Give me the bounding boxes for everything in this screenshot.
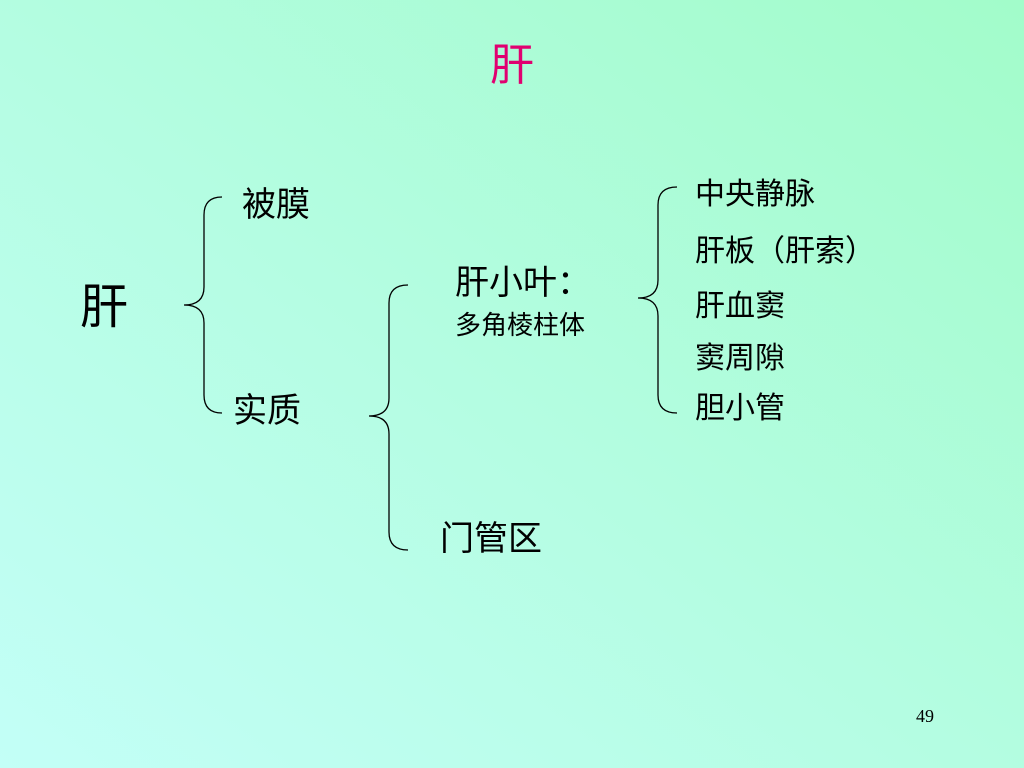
component-central-vein: 中央静脉 [695,177,815,212]
root-label-liver: 肝 [80,279,129,335]
parenchyma-label: 实质 [233,391,301,431]
page-number: 49 [916,706,934,726]
component-hepatic-sinusoid: 肝血窦 [695,289,785,324]
root-brace [183,196,223,414]
hepatic-lobule-label: 肝小叶： [455,263,591,303]
capsule-label: 被膜 [242,185,310,225]
slide-title: 肝 [490,40,534,91]
hepatic-lobule-description: 多角棱柱体 [455,311,586,341]
parenchyma-brace [368,284,409,551]
component-hepatic-plate: 肝板（肝索） [695,234,875,269]
component-bile-canaliculus: 胆小管 [695,391,785,426]
portal-area-label: 门管区 [440,519,542,559]
component-perisinusoidal-space: 窦周隙 [695,341,785,376]
lobule-brace [637,186,678,414]
